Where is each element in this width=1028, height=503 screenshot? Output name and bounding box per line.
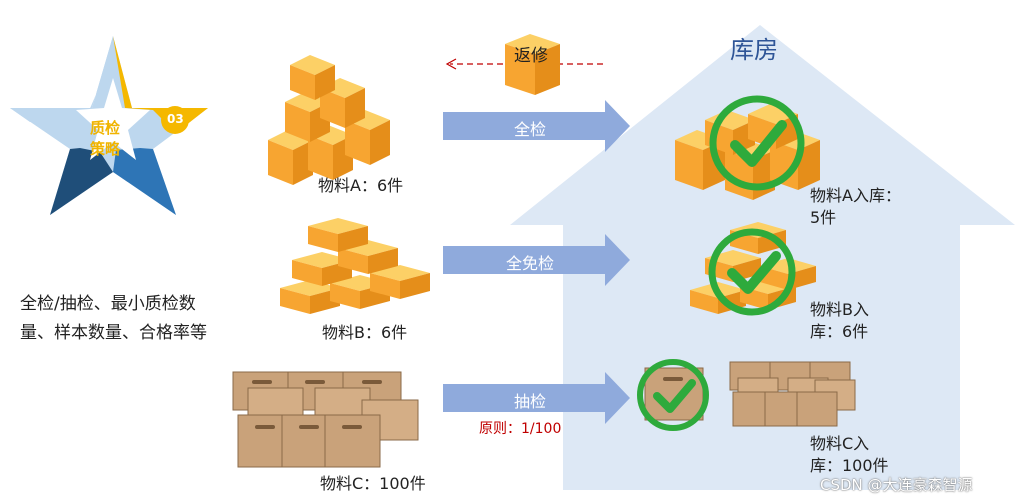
material-c-boxes-icon [232,371,419,468]
result-c-line1: 物料C入 [810,434,870,453]
material-b-boxes-icon [280,218,430,314]
strategy-description: 全检/抽检、最小质检数量、样本数量、合格率等 [20,294,207,343]
sample-box-check-icon [637,359,709,431]
arrow-label-exempt: 全免检 [505,254,554,273]
star-label-line1: 质检 [90,119,121,137]
result-c-line2: 库：100件 [810,456,889,475]
sampling-principle: 原则：1/100 [479,421,562,437]
watermark: CSDN @大连豪森智源 [820,476,973,494]
result-b-line2: 库：6件 [810,322,869,341]
result-a-check-icon [709,95,805,191]
star-number: 03 [167,112,184,126]
arrow-exempt [443,234,630,286]
source-label-a: 物料A：6件 [318,176,404,195]
result-b-check-icon [708,228,796,316]
return-arrow [445,58,603,70]
warehouse-title: 库房 [730,36,778,64]
result-b-line1: 物料B入 [810,300,869,319]
result-a-line1: 物料A入库： [810,186,901,205]
star-label-line2: 策略 [90,140,121,158]
material-a-boxes-icon [268,55,390,185]
returned-box-icon [505,34,560,95]
arrow-full-inspection [443,100,630,152]
return-label: 返修 [514,46,548,66]
arrow-sampling [443,372,630,424]
result-c-boxes-icon [729,361,856,427]
arrow-label-full: 全检 [513,120,546,139]
quality-strategy-star-icon [10,36,208,215]
arrow-label-sampling: 抽检 [513,392,546,411]
result-a-line2: 5件 [810,208,837,227]
source-label-c: 物料C：100件 [320,474,426,493]
source-label-b: 物料B：6件 [322,323,408,342]
